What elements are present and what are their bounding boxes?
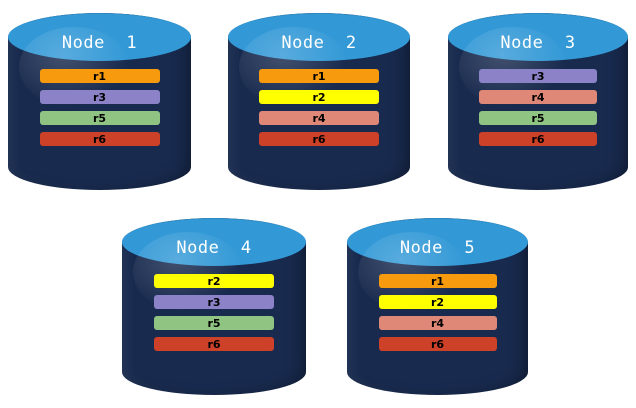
replica-bar[interactable]: r5 bbox=[154, 316, 274, 330]
replica-label: r3 bbox=[207, 295, 221, 309]
replica-bar[interactable]: r6 bbox=[479, 132, 597, 146]
replica-bar[interactable]: r2 bbox=[259, 90, 379, 104]
replica-bar[interactable]: r3 bbox=[39, 90, 160, 104]
replica-bar[interactable]: r1 bbox=[378, 274, 497, 288]
replica-bar[interactable]: r6 bbox=[259, 132, 379, 146]
node-title: Node 1 bbox=[61, 33, 138, 53]
replica-label: r5 bbox=[92, 111, 107, 125]
node-4[interactable]: Node 4 r2 r3 r5 r6 bbox=[122, 218, 306, 395]
replica-label: r5 bbox=[531, 111, 545, 125]
replica-list: r1 r2 r4 r6 bbox=[228, 69, 410, 146]
node-3[interactable]: Node 3 r3 r4 r5 r6 bbox=[448, 13, 628, 190]
node-5[interactable]: Node 5 r1 r2 r4 r6 bbox=[347, 218, 528, 395]
replica-label: r2 bbox=[312, 90, 326, 104]
replica-bar[interactable]: r3 bbox=[154, 295, 274, 309]
replica-label: r6 bbox=[312, 132, 326, 146]
replica-bar[interactable]: r6 bbox=[39, 132, 160, 146]
replica-list: r1 r3 r5 r6 bbox=[8, 69, 191, 146]
replica-label: r3 bbox=[92, 90, 107, 104]
replica-label: r2 bbox=[430, 295, 445, 309]
replica-bar[interactable]: r1 bbox=[39, 69, 160, 83]
replica-list: r3 r4 r5 r6 bbox=[448, 69, 628, 146]
replica-label: r1 bbox=[430, 274, 445, 288]
replica-label: r6 bbox=[531, 132, 545, 146]
replica-label: r3 bbox=[531, 69, 545, 83]
replica-label: r6 bbox=[92, 132, 107, 146]
replica-bar[interactable]: r4 bbox=[259, 111, 379, 125]
cylinder-top-ellipse bbox=[347, 218, 528, 266]
replica-label: r4 bbox=[312, 111, 326, 125]
replica-bar[interactable]: r2 bbox=[378, 295, 497, 309]
replica-label: r2 bbox=[207, 274, 221, 288]
replica-list: r1 r2 r4 r6 bbox=[347, 274, 528, 351]
replica-label: r1 bbox=[312, 69, 326, 83]
replica-bar[interactable]: r3 bbox=[479, 69, 597, 83]
node-1[interactable]: Node 1 r1 r3 r5 r6 bbox=[8, 13, 191, 190]
replica-label: r4 bbox=[430, 316, 445, 330]
node-title: Node 3 bbox=[500, 33, 576, 53]
replica-bar[interactable]: r6 bbox=[378, 337, 497, 351]
cylinder-top-ellipse bbox=[122, 218, 306, 266]
replica-label: r4 bbox=[531, 90, 545, 104]
replica-label: r5 bbox=[207, 316, 221, 330]
cylinder-top-ellipse bbox=[8, 13, 191, 61]
replica-bar[interactable]: r5 bbox=[39, 111, 160, 125]
node-2[interactable]: Node 2 r1 r2 r4 r6 bbox=[228, 13, 410, 190]
replica-bar[interactable]: r6 bbox=[154, 337, 274, 351]
node-title: Node 5 bbox=[399, 238, 476, 258]
replica-label: r1 bbox=[92, 69, 107, 83]
node-title: Node 4 bbox=[176, 238, 252, 258]
cylinder-top-ellipse bbox=[228, 13, 410, 61]
cylinder-top-ellipse bbox=[448, 13, 628, 61]
replica-bar[interactable]: r1 bbox=[259, 69, 379, 83]
replica-label: r6 bbox=[430, 337, 445, 351]
replica-bar[interactable]: r4 bbox=[479, 90, 597, 104]
replica-list: r2 r3 r5 r6 bbox=[122, 274, 306, 351]
replica-bar[interactable]: r2 bbox=[154, 274, 274, 288]
replica-label: r6 bbox=[207, 337, 221, 351]
replica-bar[interactable]: r4 bbox=[378, 316, 497, 330]
node-title: Node 2 bbox=[281, 33, 357, 53]
replica-bar[interactable]: r5 bbox=[479, 111, 597, 125]
